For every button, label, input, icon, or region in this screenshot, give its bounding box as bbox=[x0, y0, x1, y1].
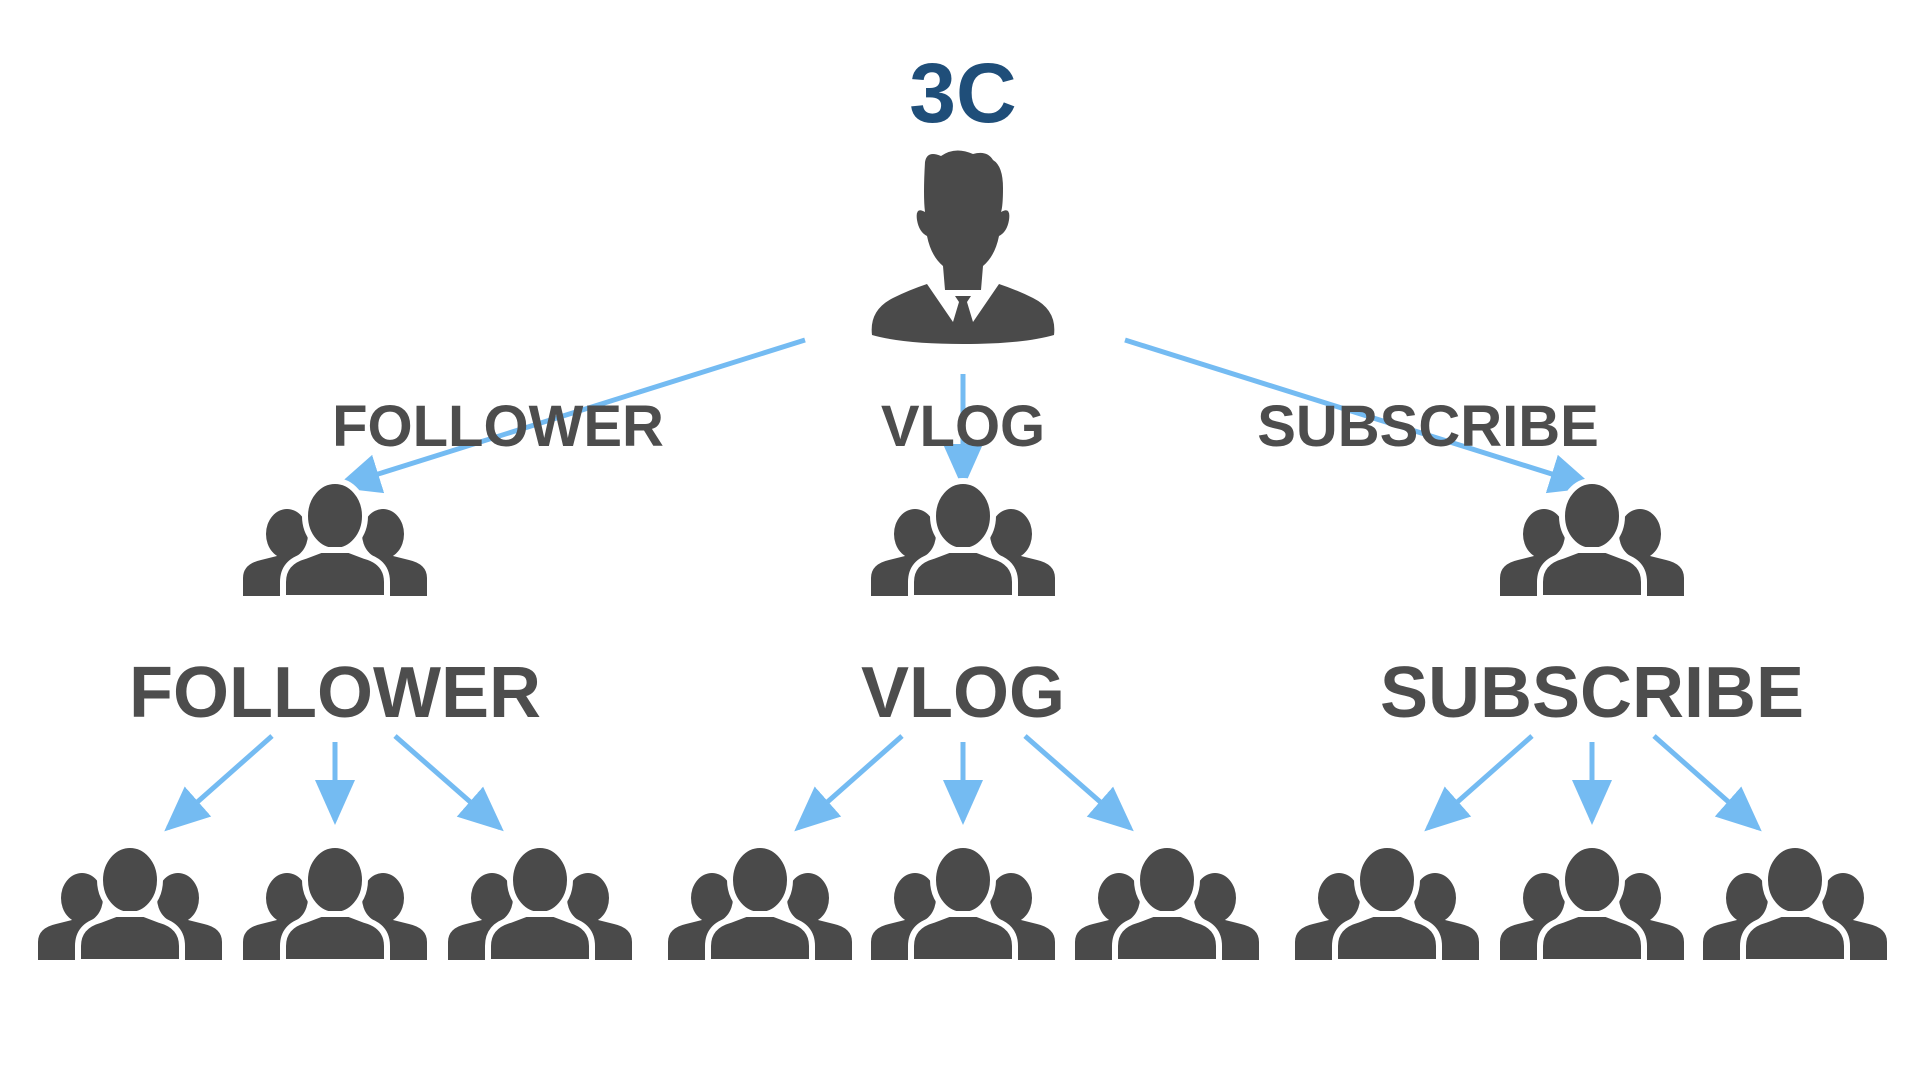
group-icon bbox=[1703, 845, 1887, 962]
group-icon bbox=[668, 845, 852, 962]
arrow-subscribe-to-group-3 bbox=[1652, 734, 1762, 832]
arrow-vlog-to-group-1 bbox=[794, 734, 904, 832]
arrow-subscribe-to-group-1 bbox=[1424, 734, 1534, 832]
level2-label-follower: FOLLOWER bbox=[129, 653, 541, 733]
level2-label-vlog: VLOG bbox=[861, 653, 1065, 733]
arrow-root-to-follower bbox=[335, 337, 806, 494]
diagram-title: 3C bbox=[909, 46, 1016, 140]
level1-label-vlog: VLOG bbox=[881, 394, 1045, 459]
level1-label-subscribe: SUBSCRIBE bbox=[1257, 394, 1599, 459]
group-icon bbox=[871, 481, 1055, 598]
group-icon bbox=[243, 481, 427, 598]
arrow-follower-to-group-1 bbox=[164, 734, 274, 832]
arrow-follower-to-group-3 bbox=[393, 734, 504, 832]
group-icon bbox=[1500, 481, 1684, 598]
level1-label-follower: FOLLOWER bbox=[332, 394, 664, 459]
group-icon bbox=[243, 845, 427, 962]
group-icon bbox=[448, 845, 632, 962]
group-icon bbox=[1075, 845, 1259, 962]
group-icon bbox=[38, 845, 222, 962]
person-icon bbox=[871, 150, 1055, 344]
arrow-root-to-subscribe bbox=[1124, 337, 1595, 494]
arrow-vlog-to-group-3 bbox=[1023, 734, 1134, 832]
group-icon bbox=[1295, 845, 1479, 962]
level2-label-subscribe: SUBSCRIBE bbox=[1380, 653, 1804, 733]
group-icon bbox=[871, 845, 1055, 962]
group-icon bbox=[1500, 845, 1684, 962]
